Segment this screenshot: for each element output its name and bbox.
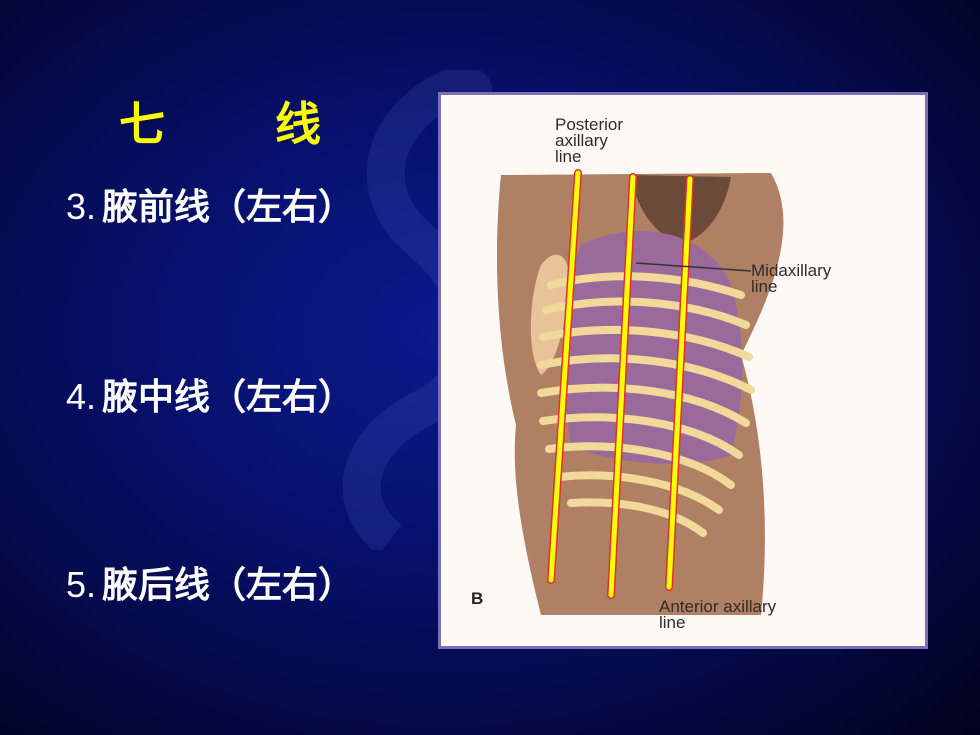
list-item-anterior: 3.腋前线（左右） bbox=[66, 178, 354, 230]
item-number: 4. bbox=[66, 376, 97, 417]
label-line: Posterior bbox=[555, 115, 624, 134]
label-line: line bbox=[555, 147, 582, 166]
label-line: line bbox=[659, 613, 686, 632]
label-posterior-axillary: Posterior axillary line bbox=[555, 115, 624, 166]
anatomy-figure: Posterior axillary line Midaxillary line… bbox=[438, 92, 928, 649]
slide-title: 七线 bbox=[0, 88, 440, 154]
label-line: Midaxillary bbox=[751, 261, 832, 280]
item-text: 腋后线（左右） bbox=[102, 565, 355, 606]
item-text: 腋前线（左右） bbox=[102, 187, 355, 228]
label-midaxillary: Midaxillary line bbox=[751, 261, 832, 296]
title-char-2: 线 bbox=[275, 97, 321, 151]
figure-panel-letter: B bbox=[471, 589, 484, 608]
item-text: 腋中线（左右） bbox=[102, 377, 355, 418]
item-number: 5. bbox=[66, 564, 97, 605]
label-anterior-axillary: Anterior axillary line bbox=[659, 597, 777, 632]
title-char-1: 七 bbox=[119, 97, 165, 151]
label-line: axillary bbox=[555, 131, 608, 150]
thorax-illustration bbox=[496, 169, 784, 615]
list-item-mid: 4.腋中线（左右） bbox=[66, 368, 354, 420]
label-line: Anterior axillary bbox=[659, 597, 777, 616]
item-number: 3. bbox=[66, 186, 97, 227]
list-item-posterior: 5.腋后线（左右） bbox=[66, 556, 354, 608]
label-line: line bbox=[751, 277, 778, 296]
